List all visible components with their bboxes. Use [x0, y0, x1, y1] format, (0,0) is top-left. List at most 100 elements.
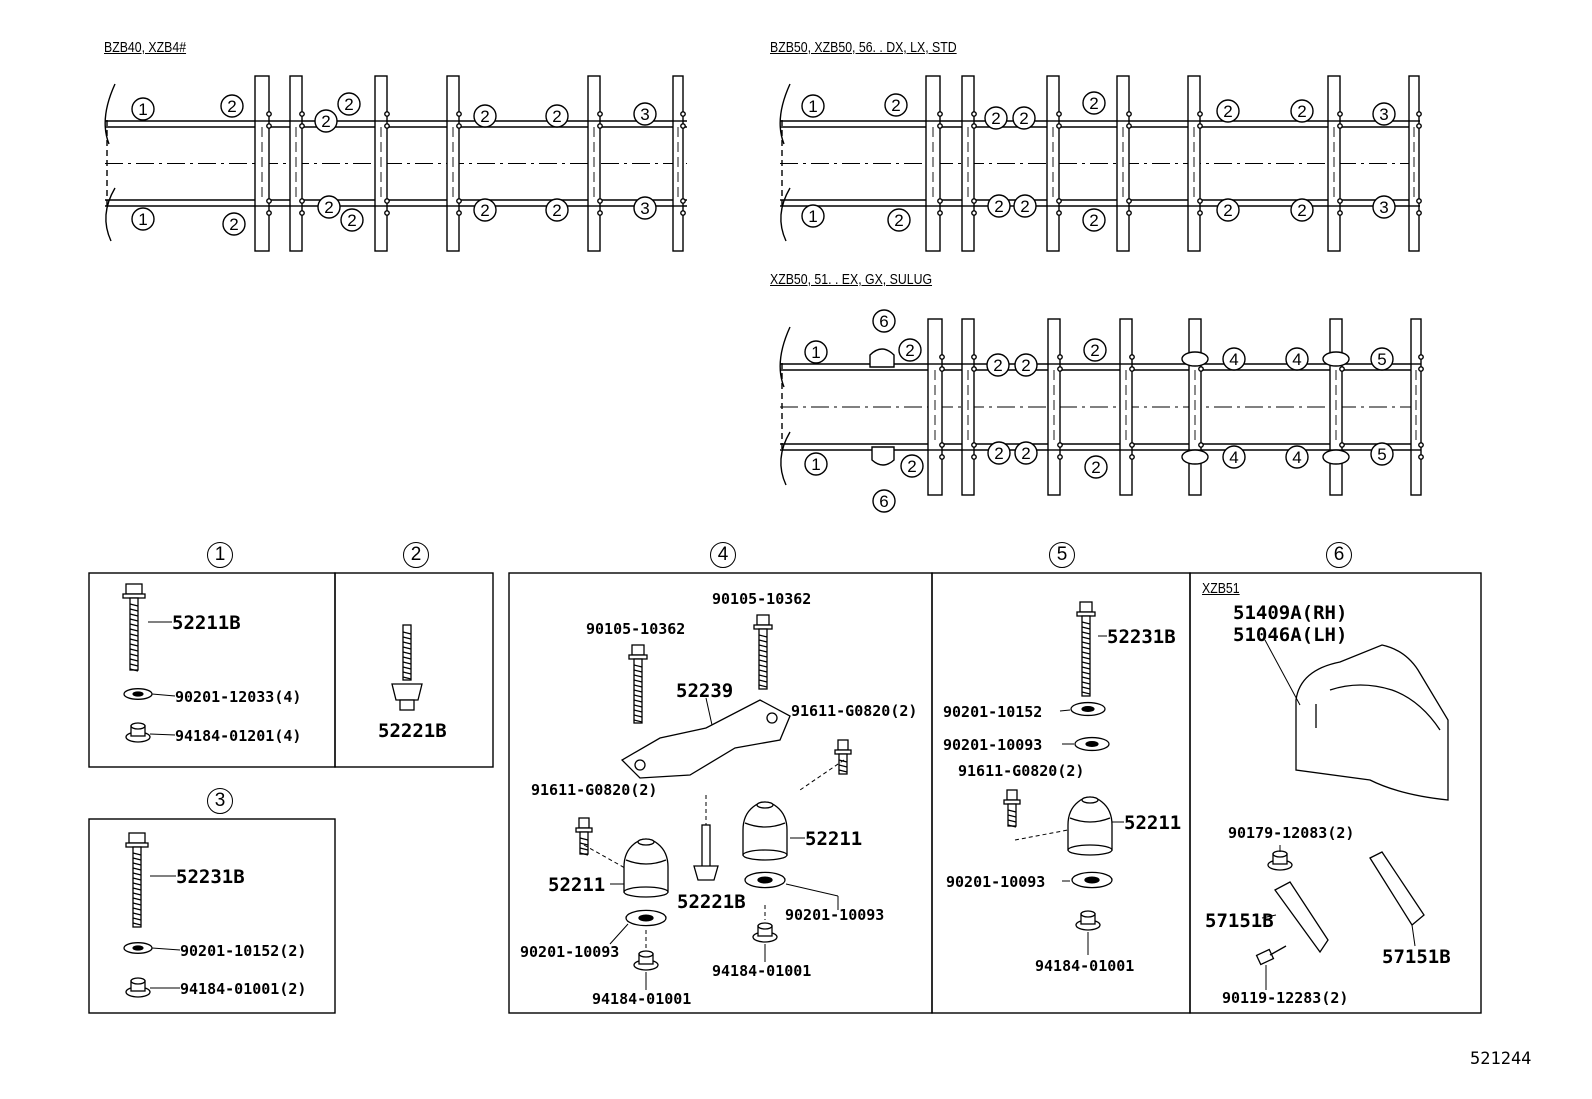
callout-marker: 2 [1290, 99, 1314, 123]
mount-hole [384, 210, 390, 216]
mount-hole [971, 442, 977, 448]
mount-hole [1057, 454, 1063, 460]
callout-marker: 1 [801, 94, 825, 118]
section-box-3 [88, 818, 336, 1014]
svg-text:2: 2 [1090, 341, 1099, 360]
callout-marker: 2 [987, 194, 1011, 218]
part-number: 94184-01001 [592, 990, 692, 1008]
mount-hole [1056, 111, 1062, 117]
part-number: 94184-01201(4) [175, 727, 302, 745]
mount-hole [937, 198, 943, 204]
callout-marker: 3 [1372, 195, 1396, 219]
mount-hole [680, 198, 686, 204]
mount-hole [299, 123, 305, 129]
part-number: 91611-G0820(2) [531, 781, 658, 799]
svg-text:4: 4 [1292, 350, 1301, 369]
callout-marker: 2 [1216, 198, 1240, 222]
washer-icon [744, 871, 786, 889]
mount-hole [1416, 123, 1422, 129]
callout-marker: 2 [984, 106, 1008, 130]
callout-marker: 1 [804, 452, 828, 476]
callout-marker: 2 [1014, 353, 1038, 377]
svg-text:3: 3 [640, 105, 649, 124]
svg-text:2: 2 [1297, 201, 1306, 220]
svg-text:2: 2 [229, 215, 238, 234]
callout-marker: 2 [986, 353, 1010, 377]
part-number: 52211 [805, 828, 863, 850]
callout-marker: 1 [131, 97, 155, 121]
svg-text:2: 2 [1019, 109, 1028, 128]
mount-hole [384, 123, 390, 129]
callout-marker: 6 [872, 309, 896, 333]
svg-text:1: 1 [811, 343, 820, 362]
frame-title-xzb50: XZB50, 51. . EX, GX, SULUG [770, 271, 933, 288]
callout-marker: 2 [898, 338, 922, 362]
svg-text:2: 2 [1089, 211, 1098, 230]
part-number: 90105-10362 [712, 590, 812, 608]
svg-text:3: 3 [1379, 198, 1388, 217]
mount-hole [1416, 111, 1422, 117]
leader-line [151, 947, 181, 951]
callout-marker: 6 [872, 489, 896, 513]
callout-marker: 2 [1084, 455, 1108, 479]
leader-line [705, 697, 713, 726]
svg-text:2: 2 [1223, 102, 1232, 121]
mount-hole [937, 123, 943, 129]
svg-text:6: 6 [879, 312, 888, 331]
leader-line [1264, 639, 1301, 706]
part-number: 90201-10093 [785, 906, 885, 924]
cushion-icon [742, 801, 788, 861]
leader-line [1261, 914, 1277, 919]
mount-hole [1056, 123, 1062, 129]
svg-text:1: 1 [138, 210, 147, 229]
svg-text:3: 3 [1379, 105, 1388, 124]
frame-title-bzb40: BZB40, XZB4# [104, 39, 187, 56]
mount-hole [937, 111, 943, 117]
mount-hole [266, 210, 272, 216]
mount-hole [1197, 210, 1203, 216]
part-number: 90201-12033(4) [175, 688, 302, 706]
mount-hole [456, 198, 462, 204]
mount-hole [456, 123, 462, 129]
callout-marker: 3 [633, 102, 657, 126]
leader-line [1014, 829, 1069, 841]
svg-text:4: 4 [1292, 448, 1301, 467]
mount-hole [1129, 366, 1135, 372]
frame-front-end [105, 187, 116, 242]
mount-hole [971, 210, 977, 216]
mount-hole [939, 454, 945, 460]
svg-text:2: 2 [905, 341, 914, 360]
part-number: 52231B [1107, 626, 1176, 648]
mount-hole [1337, 111, 1343, 117]
part-number: 52211 [548, 874, 606, 896]
bolt-icon [753, 614, 773, 690]
leader-line [1411, 924, 1416, 947]
part-number: 90119-12283(2) [1222, 989, 1349, 1007]
body-mount-cushion [1181, 449, 1209, 465]
mount-hole [1416, 210, 1422, 216]
callout-marker: 5 [1370, 347, 1394, 371]
mount-hole [266, 198, 272, 204]
stud-bolt-icon [693, 824, 719, 881]
bolt-icon [834, 739, 852, 775]
section-box-2 [334, 572, 494, 768]
callout-marker: 2 [545, 104, 569, 128]
mount-hole [1056, 198, 1062, 204]
part-number: 91611-G0820(2) [958, 762, 1085, 780]
body-mount-cushion [1322, 351, 1350, 367]
mount-hole [1197, 123, 1203, 129]
svg-text:3: 3 [640, 199, 649, 218]
svg-text:2: 2 [994, 197, 1003, 216]
mount-hole [939, 442, 945, 448]
mount-hole [1126, 123, 1132, 129]
svg-text:2: 2 [344, 95, 353, 114]
svg-text:1: 1 [808, 97, 817, 116]
frame-front-end [104, 83, 116, 145]
svg-text:5: 5 [1377, 350, 1386, 369]
mount-hole [937, 210, 943, 216]
part-number: 52211B [172, 612, 241, 634]
mount-hole [1197, 111, 1203, 117]
section-marker-3: 3 [207, 788, 233, 814]
part-number: 52239 [676, 680, 734, 702]
